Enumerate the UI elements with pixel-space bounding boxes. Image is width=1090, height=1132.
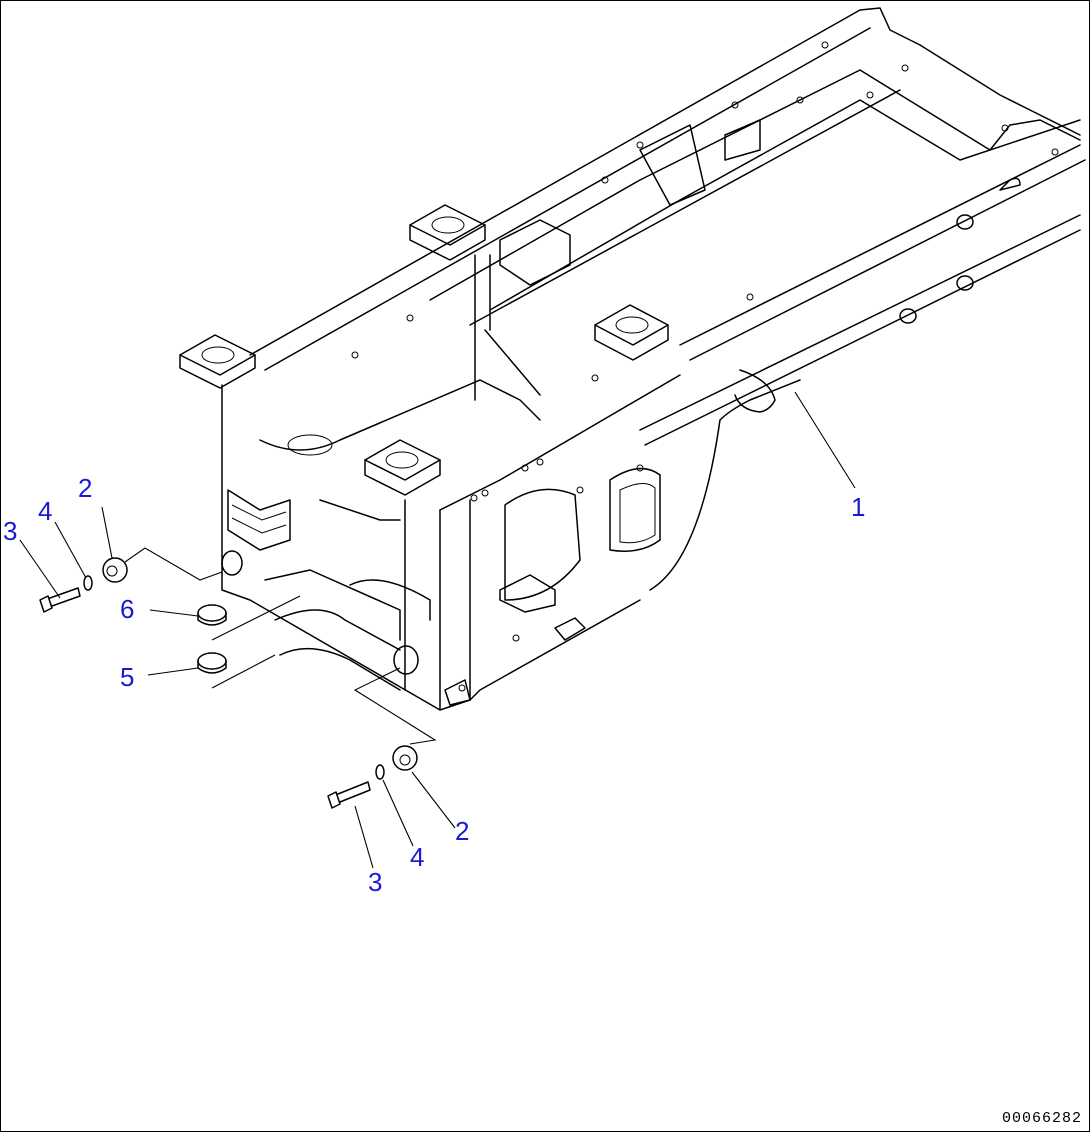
bolt-part-3-lower xyxy=(327,781,371,809)
callout-5-bushing: 5 xyxy=(120,662,134,692)
callout-1-frame: 1 xyxy=(851,492,865,522)
spacer-part-2-left xyxy=(102,557,128,583)
callout-3-bolt-lower: 3 xyxy=(368,867,382,897)
callout-4-washer-left: 4 xyxy=(38,496,52,526)
callout-3-bolt-left: 3 xyxy=(3,516,17,546)
washer-part-4-left xyxy=(83,575,93,591)
rear-frame xyxy=(179,7,1086,711)
washer-part-4-lower xyxy=(375,764,385,780)
drawing-number: 00066282 xyxy=(1001,1110,1082,1127)
leader-lines xyxy=(19,391,856,869)
callout-6-bushing: 6 xyxy=(120,594,134,624)
callout-2-spacer-left: 2 xyxy=(78,473,92,503)
assembly-lines xyxy=(124,547,437,745)
bolt-part-3-left xyxy=(39,587,81,613)
callout-2-spacer-lower: 2 xyxy=(455,816,469,846)
spacer-part-2-lower xyxy=(392,745,418,771)
bushing-part-5 xyxy=(197,652,227,674)
callout-4-washer-lower: 4 xyxy=(410,842,424,872)
bushing-part-6 xyxy=(197,604,227,626)
